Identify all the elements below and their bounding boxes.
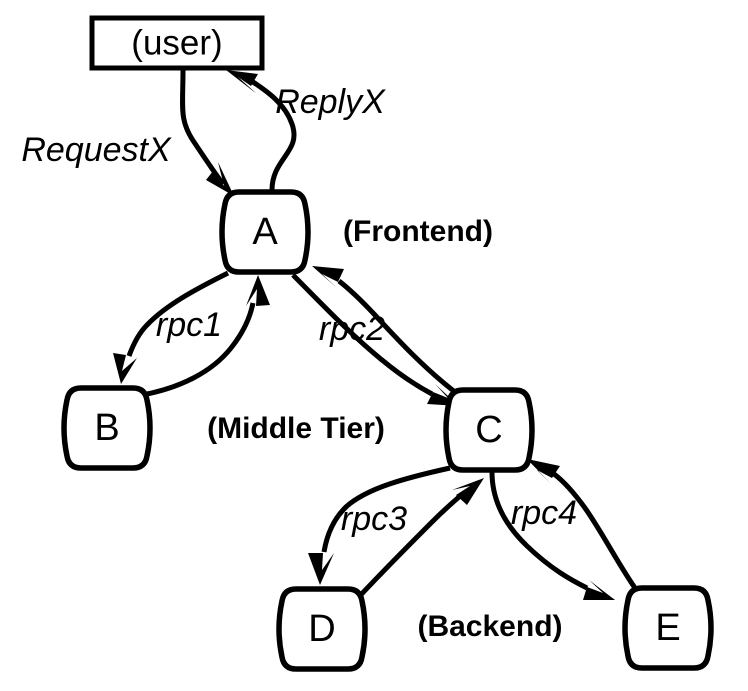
edge-rpc2-in-path: [337, 279, 457, 394]
node-a[interactable]: A: [219, 189, 311, 275]
node-b-shape: [61, 385, 153, 471]
edge-rpc4-out-arrowhead: [583, 580, 615, 600]
edge-reply-x: ReplyX: [226, 70, 386, 191]
edge-rpc3-out-path: [321, 465, 451, 553]
edge-rpc3-in: [354, 478, 484, 602]
edge-rpc4-in-arrowhead: [527, 459, 560, 484]
edge-reply-x-arrowhead: [226, 70, 258, 94]
node-e[interactable]: E: [622, 585, 714, 671]
edge-rpc1-in-arrowhead: [246, 275, 270, 306]
edge-rpc3-out: rpc3: [308, 465, 451, 585]
edge-reply-x-path: [251, 79, 297, 191]
node-b-label: B: [94, 407, 119, 449]
edge-rpc1-in-path: [141, 302, 256, 398]
edge-rpc1-out: rpc1: [113, 270, 230, 384]
tier-label-frontend: (Frontend): [343, 215, 493, 248]
node-a-shape: [219, 189, 311, 275]
edge-rpc1-out-label: rpc1: [156, 306, 222, 344]
edge-rpc1-out-arrowhead: [113, 353, 137, 384]
tier-label-middle-tier: (Middle Tier): [207, 412, 385, 445]
edge-rpc4-in-path: [552, 472, 638, 590]
edge-rpc3-out-arrowhead: [308, 553, 334, 585]
node-c-label: C: [475, 409, 502, 451]
edge-rpc2-out: rpc2: [291, 273, 459, 406]
edge-rpc1-out-path: [126, 270, 230, 357]
edge-request-x-label: RequestX: [21, 131, 172, 169]
edge-rpc2-in: [312, 266, 457, 394]
node-d[interactable]: D: [276, 586, 368, 672]
edge-rpc4-in: [527, 459, 638, 590]
node-b[interactable]: B: [61, 385, 153, 471]
edge-request-x-path: [180, 69, 226, 186]
edge-rpc2-out-path: [291, 273, 434, 397]
node-c-shape: [443, 387, 535, 473]
edge-rpc3-in-path: [354, 495, 461, 602]
edge-rpc3-in-arrowhead: [452, 478, 484, 505]
edge-request-x-arrowhead: [206, 162, 234, 196]
node-d-label: D: [308, 608, 335, 650]
edge-rpc2-in-arrowhead: [312, 266, 344, 288]
edge-rpc4-out-path: [489, 471, 589, 591]
node-d-shape: [276, 586, 368, 672]
edge-rpc1-in: [141, 275, 270, 398]
edge-reply-x-label: ReplyX: [275, 83, 386, 121]
edge-rpc3-out-label: rpc3: [341, 500, 407, 538]
node-c[interactable]: C: [443, 387, 535, 473]
edge-rpc4-out-label: rpc4: [511, 494, 577, 532]
edge-rpc4-out: rpc4: [489, 471, 615, 600]
tier-label-backend: (Backend): [417, 610, 562, 643]
node-user-label: (user): [131, 23, 222, 62]
node-user[interactable]: (user): [89, 15, 265, 71]
node-e-shape: [622, 585, 714, 671]
node-user-shape: [89, 15, 265, 71]
node-a-label: A: [252, 211, 278, 253]
edge-request-x: RequestX: [21, 69, 234, 196]
node-e-label: E: [655, 607, 680, 649]
